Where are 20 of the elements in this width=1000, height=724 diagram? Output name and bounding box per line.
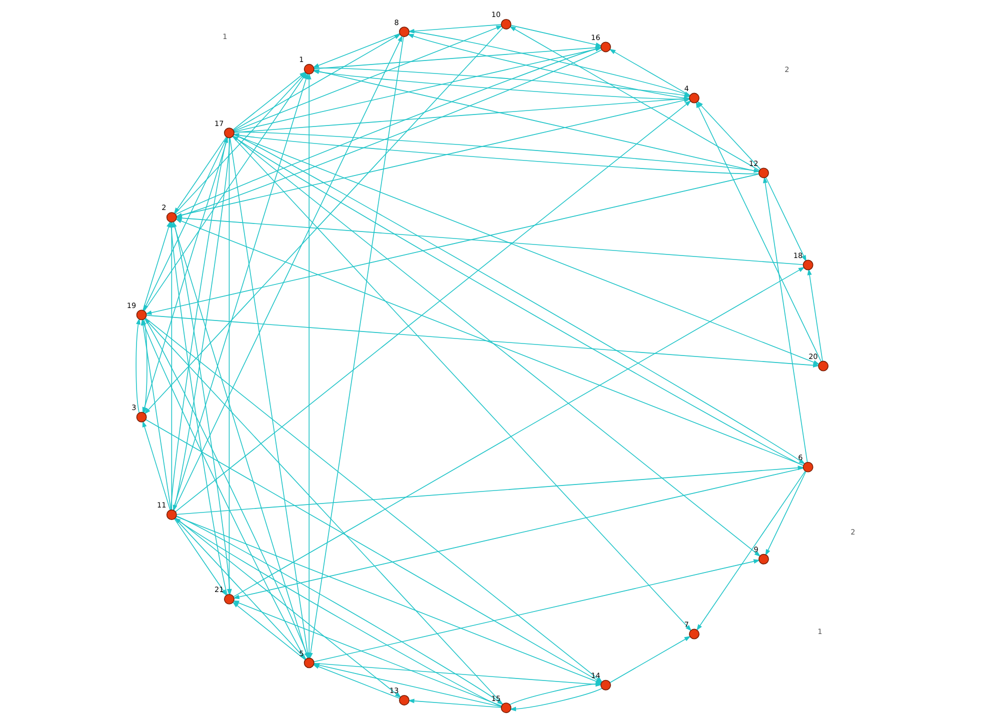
- label: 1: [817, 626, 822, 636]
- node-label: 18: [792, 250, 802, 260]
- node-label: 5: [298, 648, 304, 658]
- label: 2: [784, 64, 789, 74]
- node-label: 10: [490, 10, 500, 20]
- node-label: 11: [156, 500, 166, 510]
- node-label: 19: [126, 300, 136, 310]
- node-label: 2: [161, 203, 166, 212]
- node-label: 21: [214, 585, 224, 594]
- label: 1: [222, 32, 227, 41]
- node-label: 6: [798, 452, 802, 462]
- node-label: 3: [131, 403, 136, 412]
- node-label: 20: [808, 352, 818, 361]
- node-label: 9: [753, 545, 758, 554]
- label: 2: [850, 528, 855, 537]
- node-label: 4: [684, 84, 688, 93]
- node-label: 8: [394, 18, 398, 27]
- node-label: 16: [590, 32, 600, 42]
- node-label: 1: [298, 55, 304, 64]
- node-label: 17: [214, 118, 224, 128]
